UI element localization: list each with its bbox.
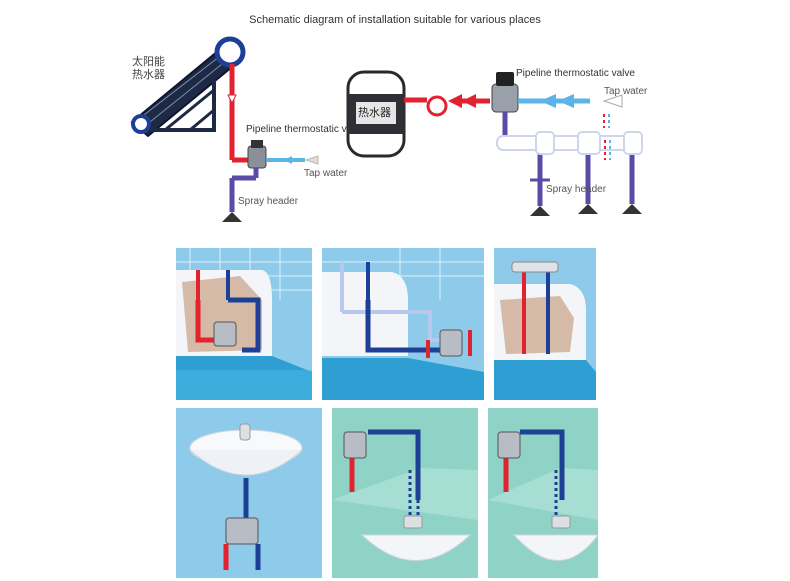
left-pipe-network: [222, 64, 319, 222]
panel-basin-2: [488, 408, 599, 578]
spray-head-3-icon: [622, 204, 642, 214]
spray-head-2-icon: [578, 204, 598, 214]
spray-head-1-icon: [530, 206, 550, 216]
panel-shower: [494, 248, 596, 400]
spray-header-right-label: Spray header: [546, 184, 607, 195]
spray-head-left-icon: [222, 212, 242, 222]
tank-label: 热水器: [358, 107, 391, 119]
panel-bathtub-1: [176, 248, 312, 400]
collector-tank-icon: [214, 36, 246, 68]
panel-wall-basin: [176, 408, 322, 578]
solar-heater-label: 太阳能 热水器: [132, 56, 165, 81]
valve-left-label: Pipeline thermostatic valve: [246, 124, 365, 135]
valve-right-label: Pipeline thermostatic valve: [516, 68, 635, 79]
right-pipe-network: [496, 112, 643, 216]
hot-water-tank: [346, 70, 406, 158]
tap-water-right-label: Tap water: [604, 86, 648, 97]
page-title: Schematic diagram of installation suitab…: [249, 14, 541, 26]
spray-header-left-label: Spray header: [238, 196, 299, 207]
solar-collector: [130, 36, 246, 138]
right-thermostatic-valve-icon: [491, 72, 519, 113]
panel-basin-1: [332, 408, 478, 578]
tap-water-left-label: Tap water: [304, 168, 348, 179]
panel-bathtub-2: [322, 248, 484, 400]
left-thermostatic-valve-icon: [247, 145, 267, 169]
